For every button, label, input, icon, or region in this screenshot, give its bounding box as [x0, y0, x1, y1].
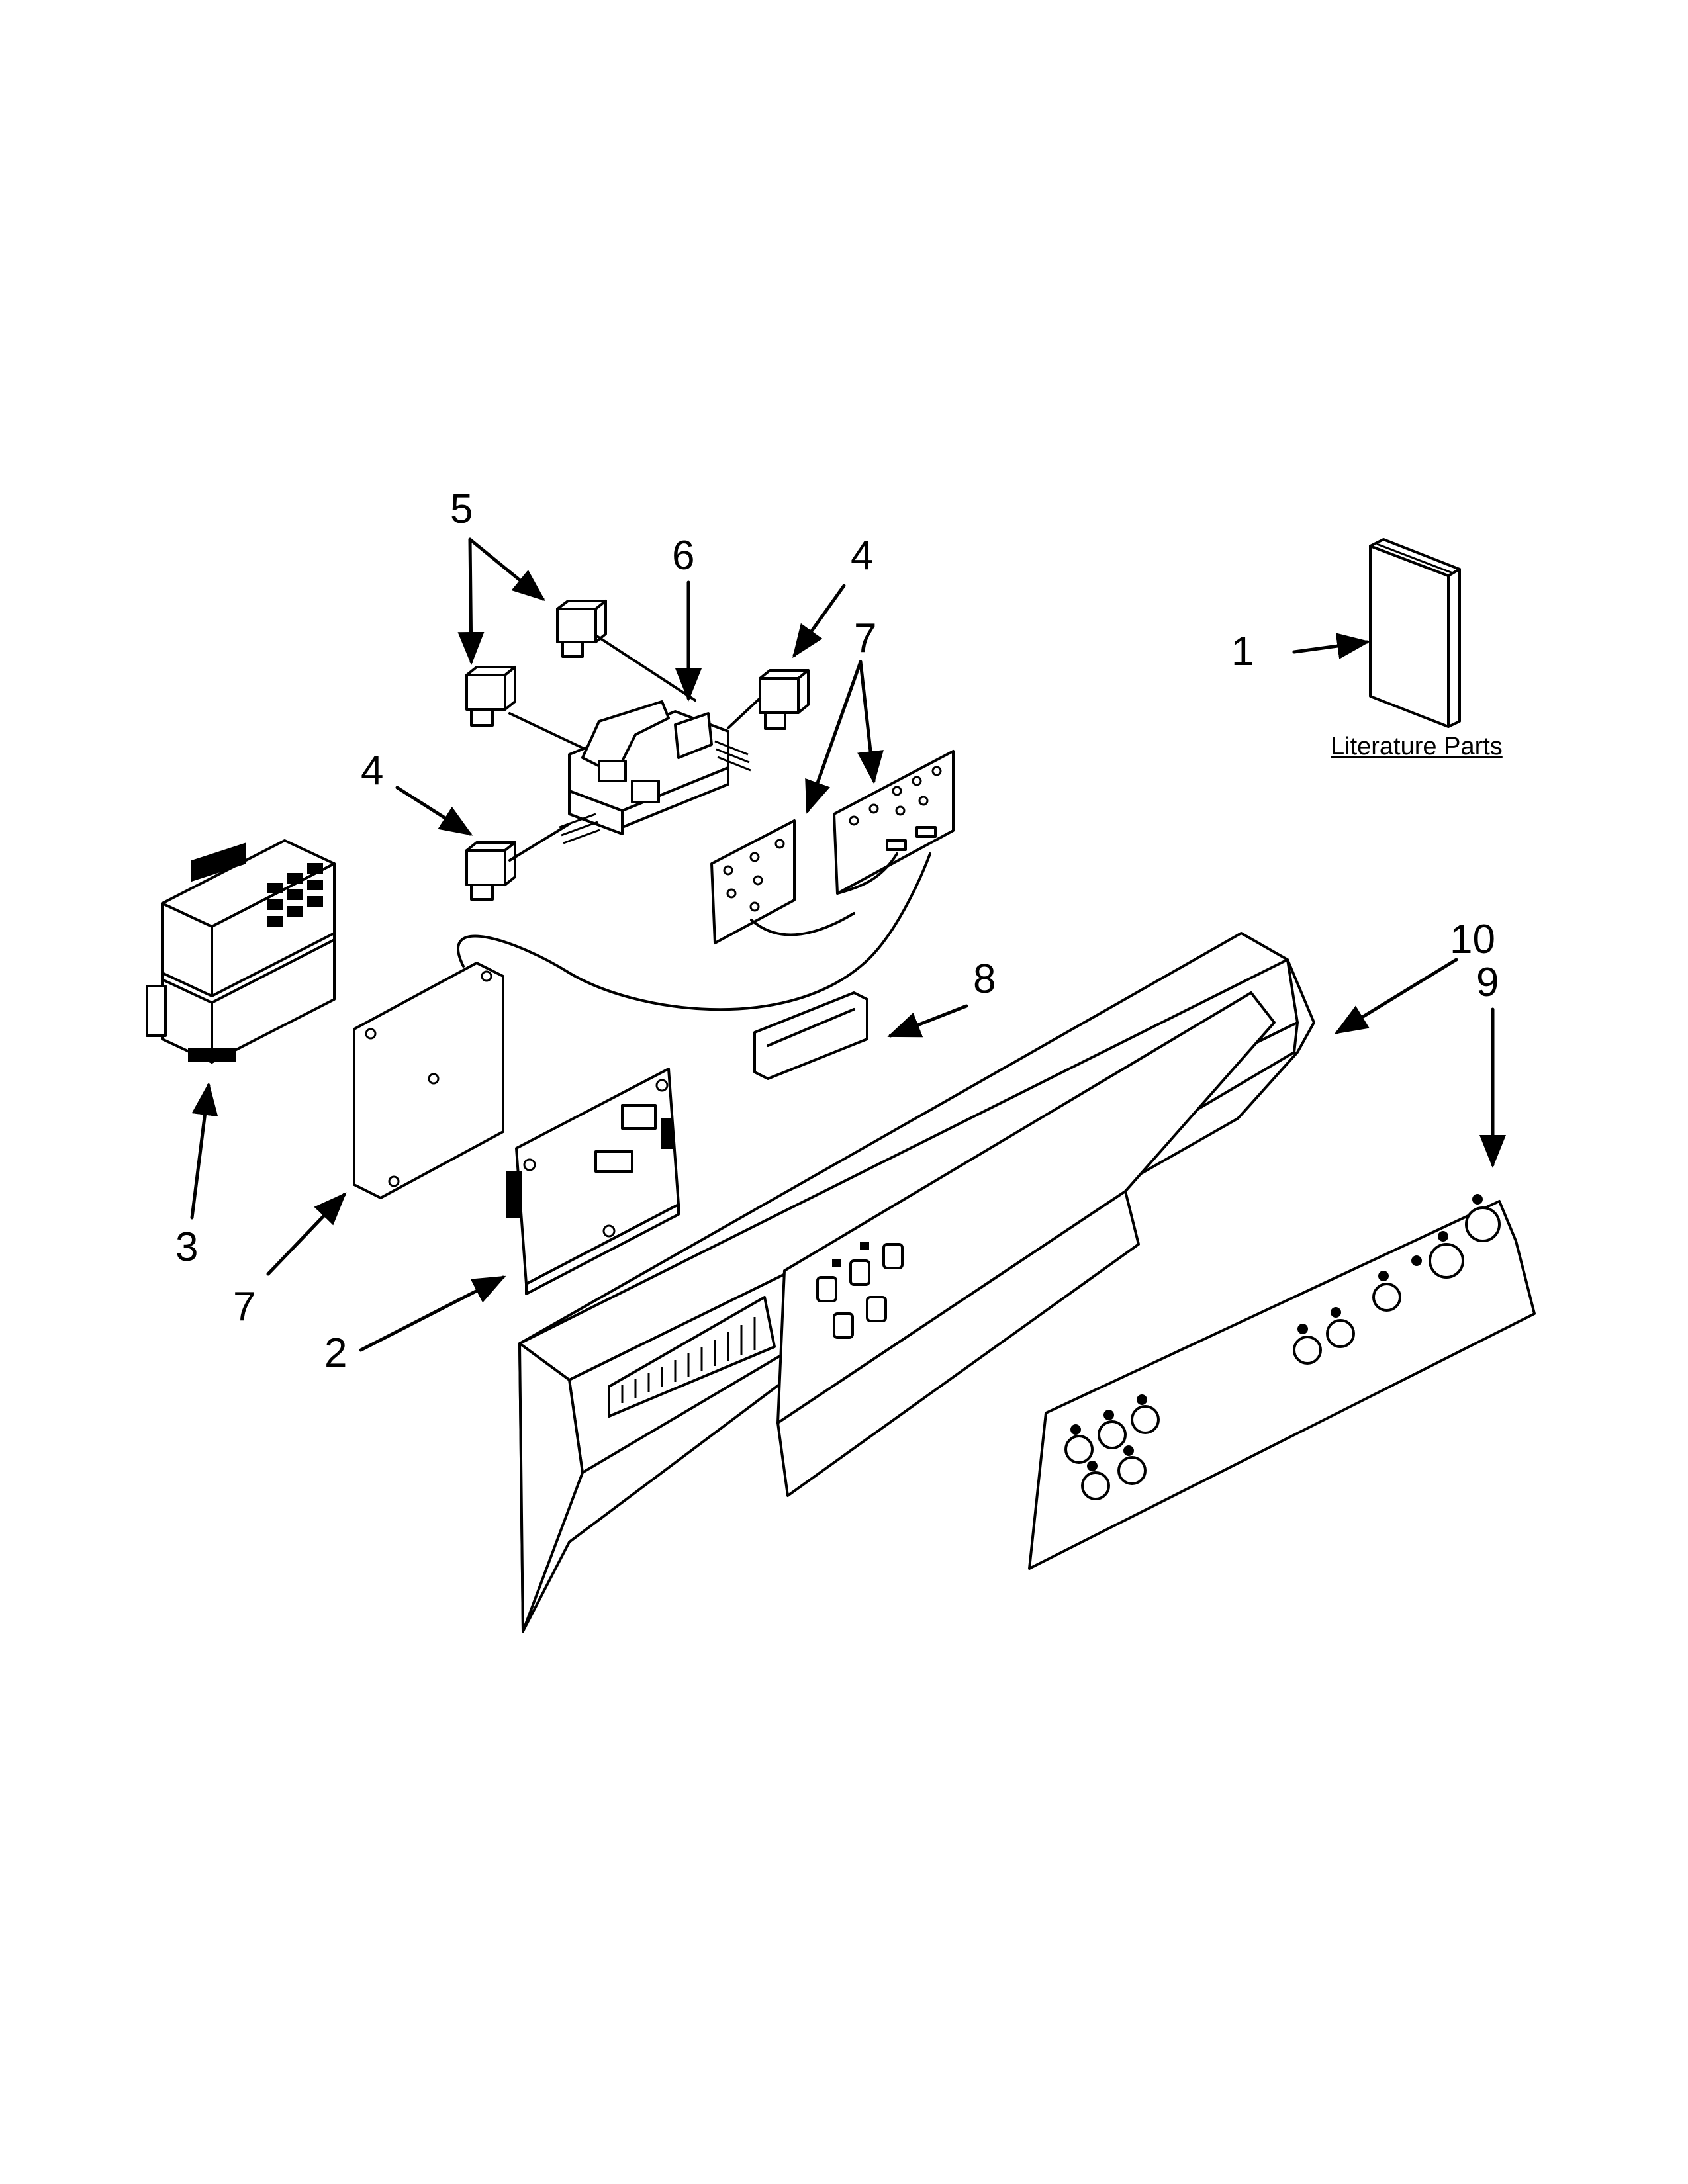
callout-2: 2	[324, 1330, 347, 1376]
callout-labels: 1 2 3 4 4 5 6 7 7 8 9 10 Literature Part…	[175, 486, 1503, 1376]
callout-8: 8	[973, 956, 996, 1002]
callout-7-bottom: 7	[233, 1284, 256, 1330]
control-overlay	[1028, 1194, 1536, 1570]
literature-booklet	[1369, 538, 1461, 728]
connector-4-left	[465, 841, 516, 901]
connector-4-right	[759, 669, 810, 730]
control-console	[518, 932, 1315, 1633]
electronic-control-board	[506, 1068, 680, 1295]
callout-5: 5	[450, 486, 473, 532]
keypad-board-right	[833, 750, 955, 895]
connector-5-lower	[465, 666, 516, 727]
literature-parts-label: Literature Parts	[1331, 733, 1503, 760]
callout-3: 3	[175, 1224, 198, 1270]
interface-board-flat	[353, 962, 504, 1199]
callout-10: 10	[1450, 917, 1495, 962]
callout-6: 6	[672, 533, 694, 578]
vent-grille	[267, 863, 323, 927]
console-vent	[621, 1317, 756, 1403]
trim-piece	[753, 991, 868, 1080]
control-module	[146, 839, 336, 1064]
callout-arrows	[190, 537, 1506, 1352]
overlay-buttons	[1064, 1194, 1501, 1500]
keypad-board-left	[710, 819, 855, 944]
switch-housing	[508, 634, 761, 862]
callout-7-top: 7	[854, 615, 876, 661]
callout-4-top: 4	[851, 533, 873, 578]
connector-5-upper	[556, 600, 607, 658]
callout-9: 9	[1476, 960, 1499, 1005]
callout-4-left: 4	[361, 748, 383, 794]
console-buttons	[816, 1242, 904, 1339]
callout-1: 1	[1231, 629, 1254, 674]
